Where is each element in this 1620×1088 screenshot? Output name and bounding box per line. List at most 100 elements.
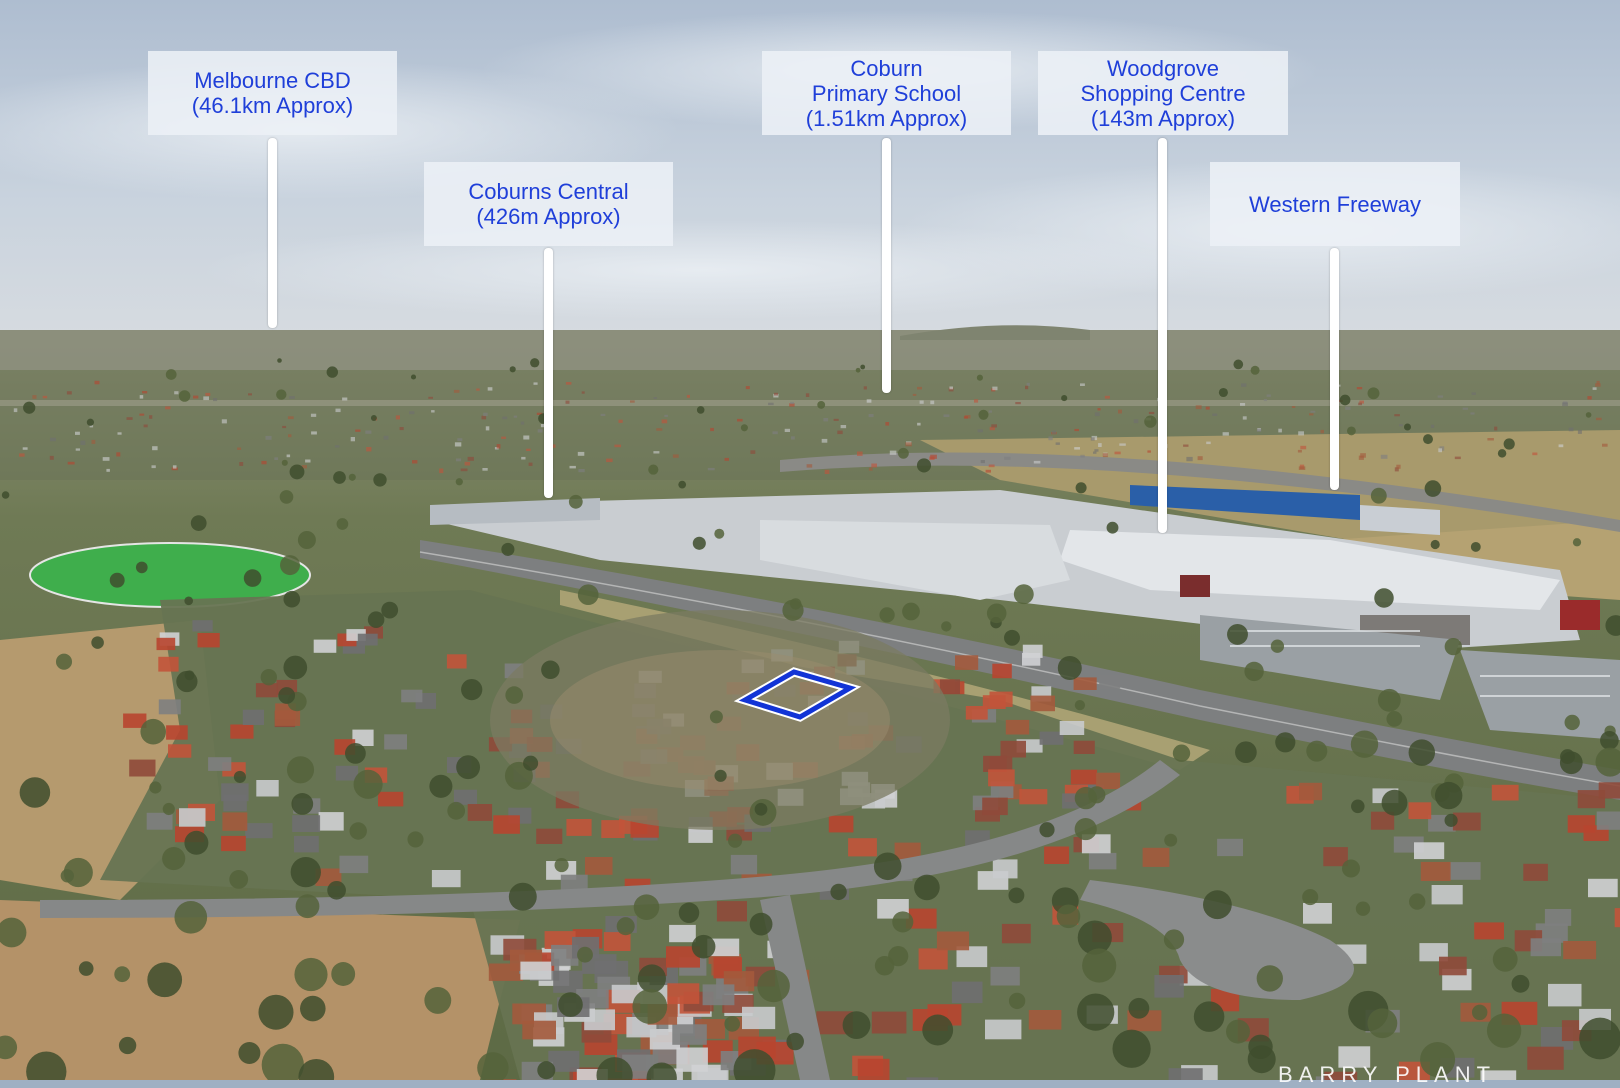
house-roof <box>1256 428 1262 432</box>
tree <box>1057 656 1082 680</box>
house-roof <box>965 706 988 720</box>
house-roof <box>476 388 480 391</box>
house-roof <box>992 859 1018 879</box>
house-roof <box>1299 782 1323 801</box>
house-roof <box>446 654 467 669</box>
house-roof <box>553 970 583 993</box>
house-roof <box>1278 428 1282 433</box>
tree <box>345 743 366 764</box>
house-roof <box>274 457 279 460</box>
house-roof <box>1480 1070 1517 1080</box>
tree <box>897 447 909 459</box>
house-roof <box>13 408 18 413</box>
tree <box>165 369 177 380</box>
house-roof <box>256 780 279 797</box>
house-roof <box>294 835 319 853</box>
house-roof <box>990 966 1020 986</box>
house-roof <box>313 639 337 653</box>
tree <box>162 847 186 871</box>
tree <box>637 964 666 993</box>
house-roof <box>1088 852 1117 870</box>
house-roof <box>513 415 518 418</box>
house-roof <box>1118 409 1122 414</box>
house-roof <box>789 403 795 407</box>
house-roof <box>1074 428 1079 432</box>
house-roof <box>205 392 211 396</box>
house-roof <box>1297 449 1302 453</box>
house-roof <box>1298 466 1306 470</box>
house-roof <box>66 391 72 395</box>
house-roof <box>992 386 998 391</box>
house-roof <box>1147 450 1151 453</box>
tree <box>1339 394 1351 406</box>
house-roof <box>1097 408 1101 411</box>
house-roof <box>1562 402 1568 407</box>
tree <box>381 601 399 619</box>
tree <box>140 718 166 745</box>
tree <box>1471 1004 1488 1021</box>
house-roof <box>857 1058 890 1080</box>
house-roof <box>318 812 344 831</box>
label-coburns-central: Coburns Central (426m Approx) <box>424 162 673 246</box>
house-roof <box>565 400 570 404</box>
house-roof <box>989 426 996 431</box>
house-roof <box>578 469 585 473</box>
house-roof <box>930 454 937 459</box>
tree <box>1367 1008 1398 1039</box>
tree <box>455 478 463 486</box>
pointer-melbourne-cbd <box>268 138 277 328</box>
tree <box>1 491 10 499</box>
tree <box>114 966 131 983</box>
house-roof <box>905 442 912 447</box>
house-roof <box>1408 802 1432 820</box>
tree <box>554 858 569 873</box>
house-roof <box>1104 395 1110 399</box>
house-roof <box>791 436 795 440</box>
house-roof <box>566 819 592 836</box>
house-roof <box>22 447 28 450</box>
house-roof <box>1019 789 1048 805</box>
tree <box>1235 741 1257 764</box>
house-roof <box>750 450 756 454</box>
house-roof <box>919 400 924 404</box>
pointer-coburn-primary-school <box>882 138 891 393</box>
house-roof <box>1431 885 1463 905</box>
house-roof <box>917 422 921 426</box>
house-roof <box>1577 430 1582 434</box>
house-roof <box>661 419 668 424</box>
house-roof <box>355 429 361 432</box>
house-roof <box>383 435 389 440</box>
house-roof <box>686 394 690 398</box>
house-roof <box>939 679 960 694</box>
house-roof <box>142 391 148 394</box>
house-roof <box>242 709 264 725</box>
house-roof <box>522 1020 556 1040</box>
house-roof <box>906 1077 939 1080</box>
tree <box>23 401 36 414</box>
house-roof <box>1523 863 1548 881</box>
house-roof <box>378 791 404 807</box>
house-roof <box>784 428 790 432</box>
house-roof <box>352 729 374 746</box>
house-roof <box>521 456 526 460</box>
house-roof <box>237 447 242 450</box>
house-roof <box>151 465 156 469</box>
tree <box>1367 387 1380 400</box>
house-roof <box>707 467 715 471</box>
tree <box>1585 412 1592 418</box>
house-roof <box>963 416 968 419</box>
tree <box>78 961 94 976</box>
house-roof <box>1044 846 1070 864</box>
house-roof <box>917 386 922 390</box>
house-roof <box>1598 782 1620 799</box>
house-roof <box>1568 427 1574 432</box>
house-roof <box>1119 443 1126 446</box>
house-roof <box>885 422 890 426</box>
tree <box>692 536 706 550</box>
house-roof <box>49 455 54 460</box>
house-roof <box>143 424 148 428</box>
house-roof <box>980 460 985 464</box>
house-roof <box>672 1024 707 1045</box>
tree <box>291 793 314 815</box>
tree <box>370 415 377 421</box>
